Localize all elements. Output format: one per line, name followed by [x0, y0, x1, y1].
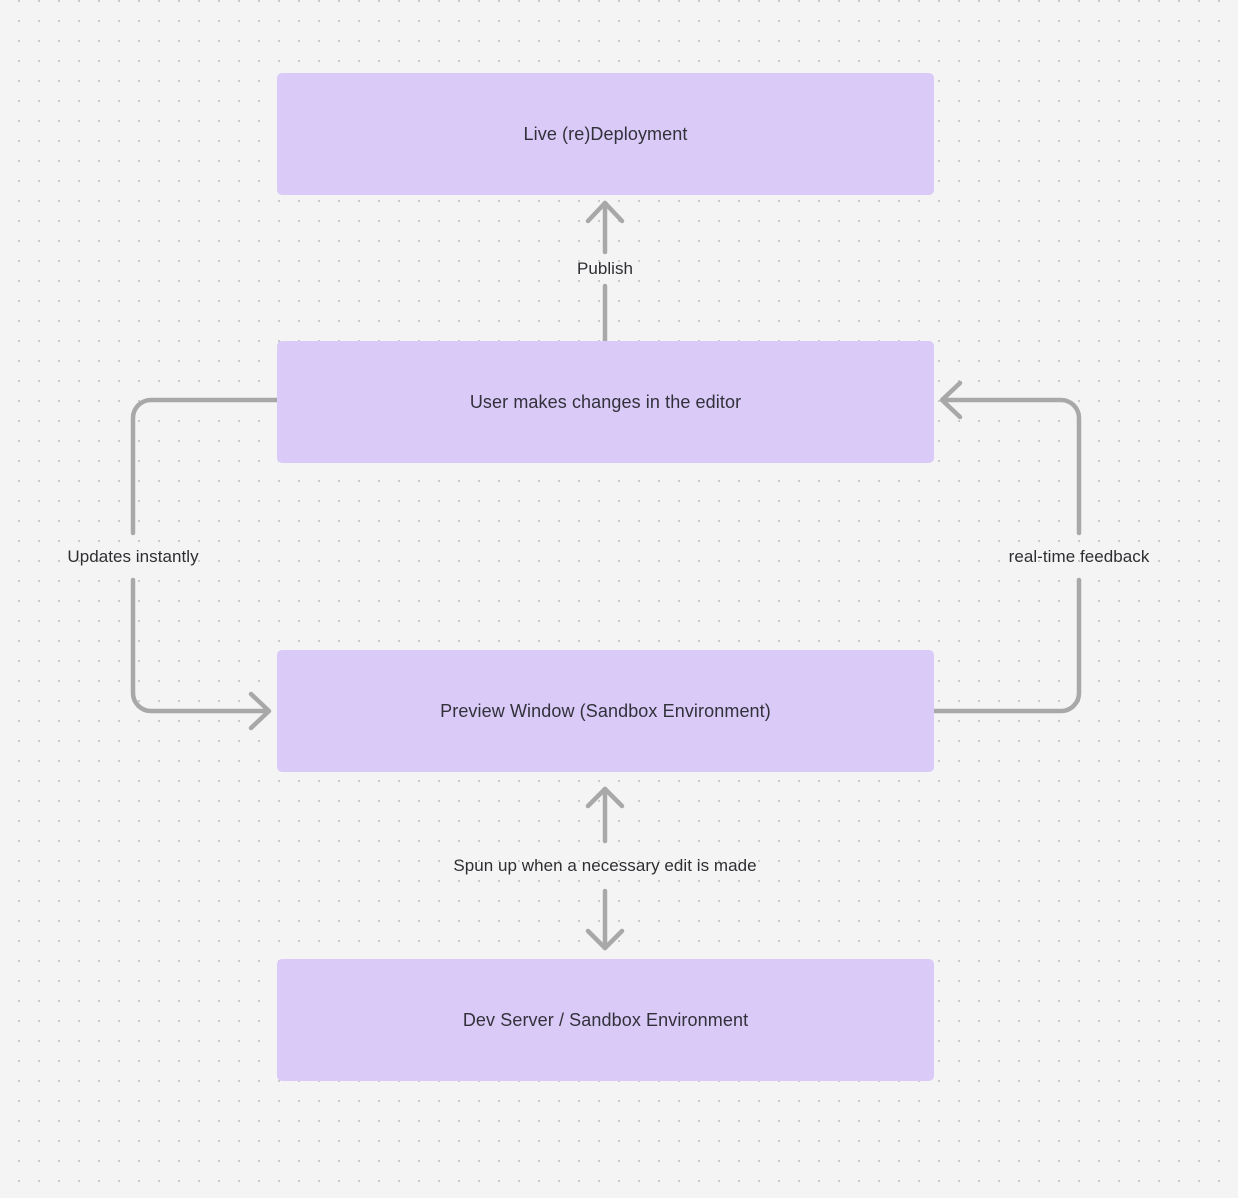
edge-real-time-feedback-upper-segment	[940, 397, 1082, 536]
node-preview-window[interactable]: Preview Window (Sandbox Environment)	[277, 650, 934, 772]
node-dev-server-label: Dev Server / Sandbox Environment	[462, 1009, 749, 1030]
edge-real-time-feedback-arrowhead-icon	[939, 380, 963, 420]
node-dev-server[interactable]: Dev Server / Sandbox Environment	[277, 959, 934, 1081]
edge-updates-instantly-upper-segment	[130, 397, 280, 536]
edge-label-real-time-feedback: real-time feedback	[1008, 547, 1150, 566]
edge-label-updates-instantly: Updates instantly	[67, 547, 199, 566]
edge-publish-arrowhead-icon	[585, 200, 625, 224]
edge-updates-instantly-arrowhead-icon	[248, 691, 272, 731]
node-user-edits-label: User makes changes in the editor	[469, 391, 742, 412]
edge-spun-up-down-arrowhead-icon	[585, 928, 625, 951]
node-preview-window-label: Preview Window (Sandbox Environment)	[440, 700, 771, 721]
edge-label-spun-up: Spun up when a necessary edit is made	[453, 856, 757, 875]
node-user-edits[interactable]: User makes changes in the editor	[277, 341, 934, 463]
node-live-deployment[interactable]: Live (re)Deployment	[277, 73, 934, 195]
edge-label-publish: Publish	[576, 259, 634, 278]
edge-updates-instantly-lower-segment	[130, 577, 271, 714]
edge-real-time-feedback-lower-segment	[931, 577, 1082, 714]
node-live-deployment-label: Live (re)Deployment	[523, 123, 688, 144]
edge-spun-up-up-arrowhead-icon	[585, 786, 625, 809]
